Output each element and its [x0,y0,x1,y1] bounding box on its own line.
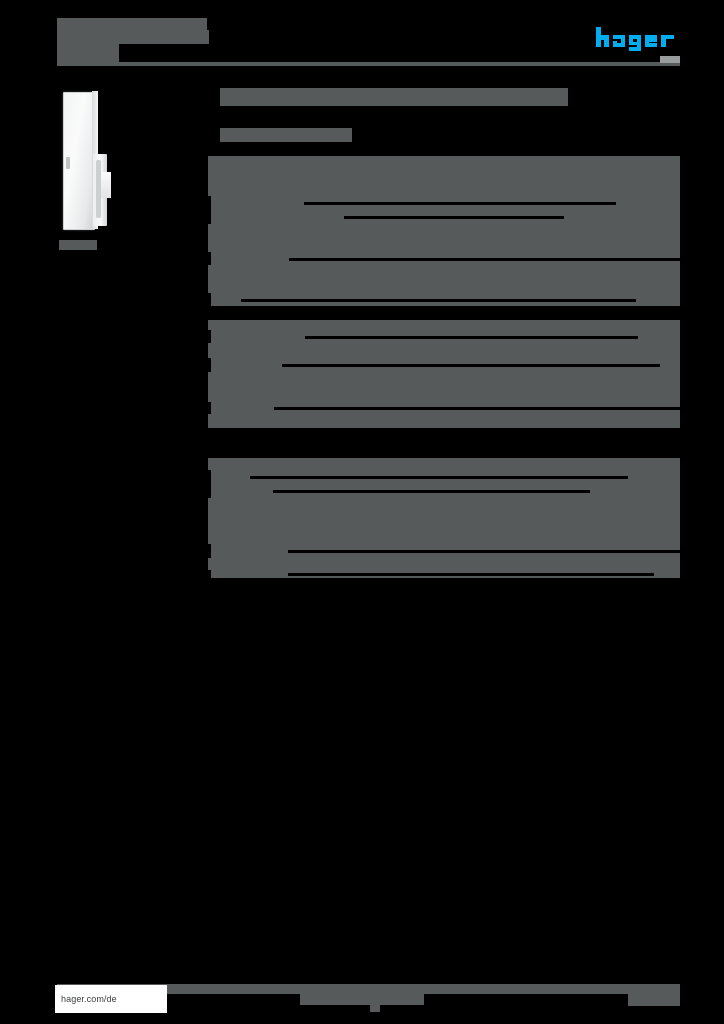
table-row [208,224,680,252]
table-row [208,320,680,330]
table-row-notch [208,196,211,210]
table-leader-rule [305,336,638,339]
table-leader-rule [289,258,680,261]
table-row [208,498,680,544]
product-image [57,88,153,238]
header-divider [57,62,680,66]
document-subtitle [57,30,209,44]
table-leader-rule [273,490,590,493]
table-leader-rule [274,407,680,410]
table-row-notch [208,252,211,265]
table-row [208,458,680,470]
table-row-notch [208,330,211,343]
table-leader-rule [288,550,680,553]
table-leader-rule [344,216,564,219]
table-leader-rule [304,202,616,205]
footer-page-number [628,988,680,1006]
section-subtitle [220,128,352,142]
spec-block [208,156,680,306]
table-row [211,343,680,358]
footer-center-text [300,989,424,1005]
table-row-notch [208,402,211,414]
table-row [208,265,680,293]
table-row-notch [208,358,211,372]
footer-url-box[interactable]: hager.com/de [55,985,167,1013]
table-row [208,372,680,402]
table-row-notch [208,484,211,498]
footer-url-link[interactable]: hager.com/de [61,994,117,1004]
table-row-notch [208,570,211,578]
logo-underline-mark [660,56,680,63]
table-row [208,156,680,196]
enclosure-door [63,92,95,230]
table-row-notch [208,470,211,484]
table-row [208,558,680,570]
table-leader-rule [241,299,636,302]
document-reference [57,44,119,62]
page-header [0,0,724,72]
spec-block [208,320,680,428]
spec-block [208,458,680,578]
page-title [220,88,568,106]
product-figure [57,88,153,250]
table-leader-rule [250,476,628,479]
table-row-notch [208,210,211,224]
enclosure-latch [96,160,101,218]
enclosure-tab [101,172,111,198]
main-content [208,88,680,588]
table-row-notch [208,293,211,306]
table-leader-rule [282,364,660,367]
document-title [57,18,207,30]
product-caption [59,240,97,250]
table-row-notch [208,544,211,558]
table-row [208,414,680,428]
footer-center-mark [370,1004,380,1012]
table-leader-rule [288,573,654,576]
hager-logo[interactable] [596,26,680,52]
